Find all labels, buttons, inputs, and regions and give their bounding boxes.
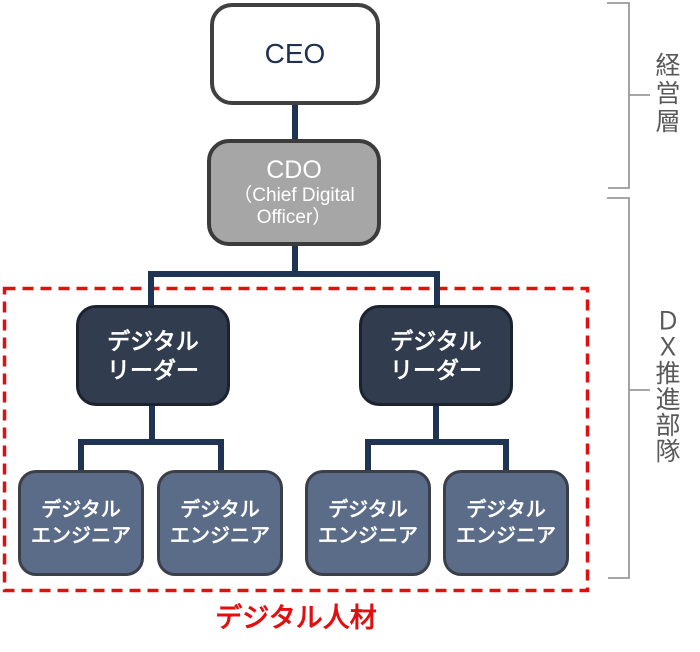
node-ceo: CEO (210, 3, 380, 105)
node-digital-leader-1: デジタル リーダー (76, 305, 230, 406)
node-digital-engineer-3: デジタル エンジニア (305, 470, 431, 576)
connector-lines (78, 100, 509, 474)
node-digital-engineer-4: デジタル エンジニア (443, 470, 569, 576)
cdo-subtitle: （Chief Digital Officer） (233, 185, 355, 228)
digital-talent-label: デジタル人材 (215, 603, 377, 633)
cdo-title: CDO (266, 156, 322, 185)
digital-talent-dashed-box (2, 286, 590, 593)
node-cdo: CDO （Chief Digital Officer） (207, 139, 381, 246)
node-digital-leader-2: デジタル リーダー (359, 305, 513, 406)
management-bracket (607, 2, 650, 189)
node-digital-engineer-1: デジタル エンジニア (18, 470, 144, 576)
management-layer-label: 経営層 (652, 52, 680, 136)
dx-unit-label: ＤＸ推進部隊 (652, 308, 680, 464)
dx-unit-bracket (607, 197, 650, 579)
node-digital-engineer-2: デジタル エンジニア (157, 470, 283, 576)
